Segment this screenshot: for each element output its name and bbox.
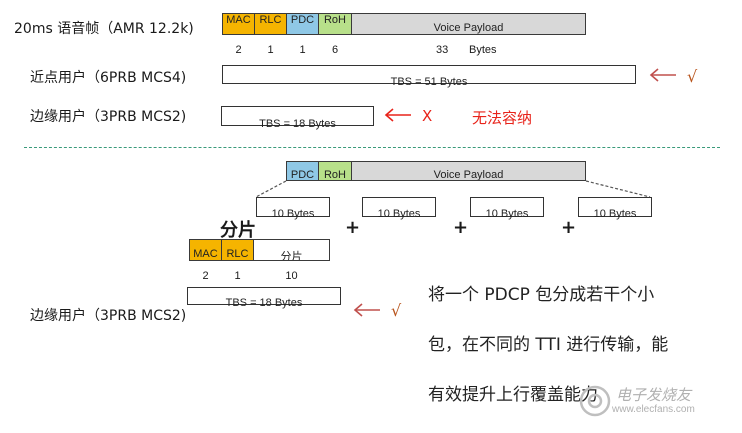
seg-payload-field: Voice Payload [351, 161, 586, 181]
voice-payload-field: Voice Payload [351, 13, 586, 35]
payload-size: 33 [436, 44, 449, 56]
edge-user-2-label: 边缘用户（3PRB MCS2) [30, 308, 187, 324]
rlc-size: 1 [267, 44, 274, 56]
section-divider [24, 147, 720, 148]
description-line-3: 有效提升上行覆盖能力 [428, 385, 598, 405]
plus-sign: + [561, 217, 577, 238]
seg-rlc-size: 1 [234, 270, 241, 282]
description-line-2: 包，在不同的 TTI 进行传输，能 [428, 335, 669, 355]
left-arrow-icon [353, 303, 380, 317]
mac-size: 2 [235, 44, 242, 56]
plus-sign: + [453, 217, 469, 238]
segmentation-title: 分片 [220, 220, 256, 241]
description-line-1: 将一个 PDCP 包分成若干个小 [428, 285, 655, 305]
edge-user-tbs-box: TBS = 18 Bytes [221, 106, 374, 130]
left-arrow-icon [384, 108, 411, 122]
segment-box-4: 10 Bytes [578, 197, 652, 220]
reject-note: 无法容纳 [472, 109, 533, 127]
segment-box-2: 10 Bytes [362, 197, 436, 220]
seg-pdcp-field: PDC [286, 161, 319, 181]
segment-box-3: 10 Bytes [470, 197, 544, 220]
pdcp-size: 1 [299, 44, 306, 56]
near-user-tbs-box: TBS = 51 Bytes [222, 65, 636, 88]
watermark-logo-icon [579, 385, 611, 417]
near-user-check-icon: √ [687, 67, 698, 86]
edge-user-label: 边缘用户（3PRB MCS2) [30, 109, 187, 125]
mac-field: MAC [222, 13, 255, 35]
edge-user-2-check-icon: √ [391, 301, 402, 320]
seg-fragment-size: 10 [285, 270, 298, 282]
reject-x-mark: X [422, 107, 433, 125]
roh-field: RoH [318, 13, 352, 35]
watermark-url: www.elecfans.com [612, 404, 695, 415]
pdcp-field: PDC [286, 13, 319, 35]
left-arrow-icon [649, 68, 676, 82]
near-user-label: 近点用户（6PRB MCS4) [30, 70, 187, 86]
seg-mac-size: 2 [202, 270, 209, 282]
edge-user-2-tbs-box: TBS = 18 Bytes [187, 287, 341, 309]
frame-label: 20ms 语音帧（AMR 12.2k) [14, 21, 194, 37]
seg-mac-field: MAC [189, 239, 222, 261]
seg-fragment-field: 分片 [253, 239, 330, 261]
payload-unit: Bytes [469, 44, 497, 56]
plus-sign: + [345, 217, 361, 238]
watermark-brand: 电子发烧友 [616, 386, 692, 404]
seg-rlc-field: RLC [221, 239, 254, 261]
roh-size: 6 [331, 44, 339, 56]
segment-box-1: 10 Bytes [256, 197, 330, 220]
